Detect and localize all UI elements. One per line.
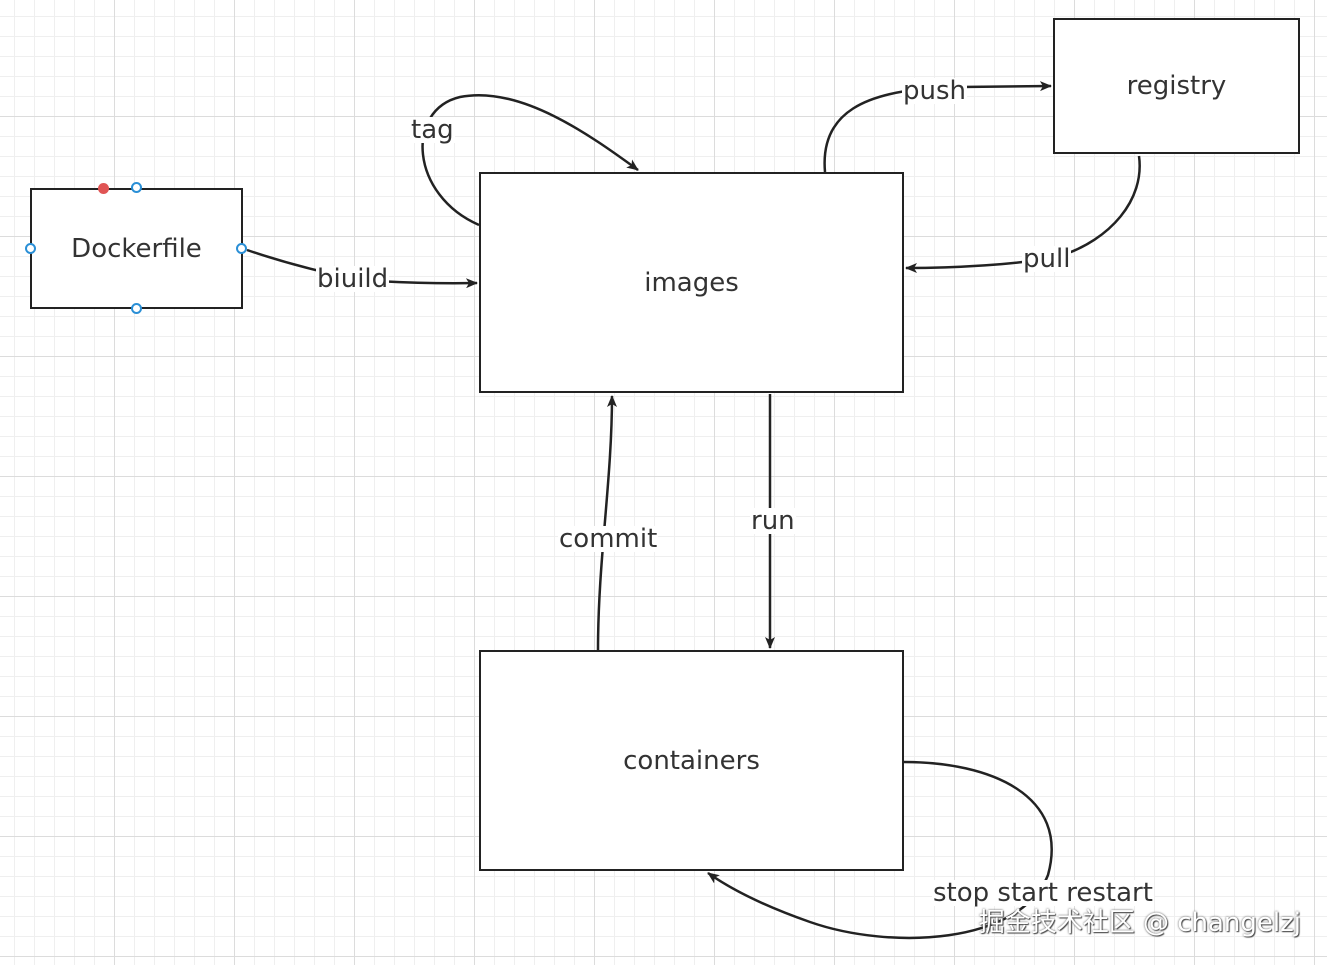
images-label: images xyxy=(644,267,739,298)
selection-handle-active[interactable] xyxy=(98,183,109,194)
lifecycle-edge[interactable] xyxy=(707,760,1053,940)
tag-edge-label: tag xyxy=(410,115,455,145)
containers-node[interactable]: containers xyxy=(479,650,904,871)
dockerfile-label: Dockerfile xyxy=(71,233,202,264)
dockerfile-node[interactable]: Dockerfile xyxy=(30,188,243,309)
run-edge-label: run xyxy=(750,506,796,536)
images-node[interactable]: images xyxy=(479,172,904,393)
connection-handle-bottom[interactable] xyxy=(131,303,142,314)
commit-edge[interactable] xyxy=(596,395,617,651)
push-edge-label: push xyxy=(902,76,968,106)
pull-edge-label: pull xyxy=(1022,244,1072,274)
watermark: 掘金技术社区 @ changelzj xyxy=(978,908,1301,938)
tag-edge[interactable] xyxy=(421,94,639,227)
commit-edge-label: commit xyxy=(558,524,659,554)
build-edge-label: biuild xyxy=(316,264,390,294)
connection-handle-right[interactable] xyxy=(236,243,247,254)
registry-node[interactable]: registry xyxy=(1053,18,1300,154)
registry-label: registry xyxy=(1126,71,1227,101)
containers-label: containers xyxy=(623,745,760,776)
connection-handle-left[interactable] xyxy=(25,243,36,254)
connection-handle-top[interactable] xyxy=(131,182,142,193)
lifecycle-edge-label: stop start restart xyxy=(932,878,1154,908)
